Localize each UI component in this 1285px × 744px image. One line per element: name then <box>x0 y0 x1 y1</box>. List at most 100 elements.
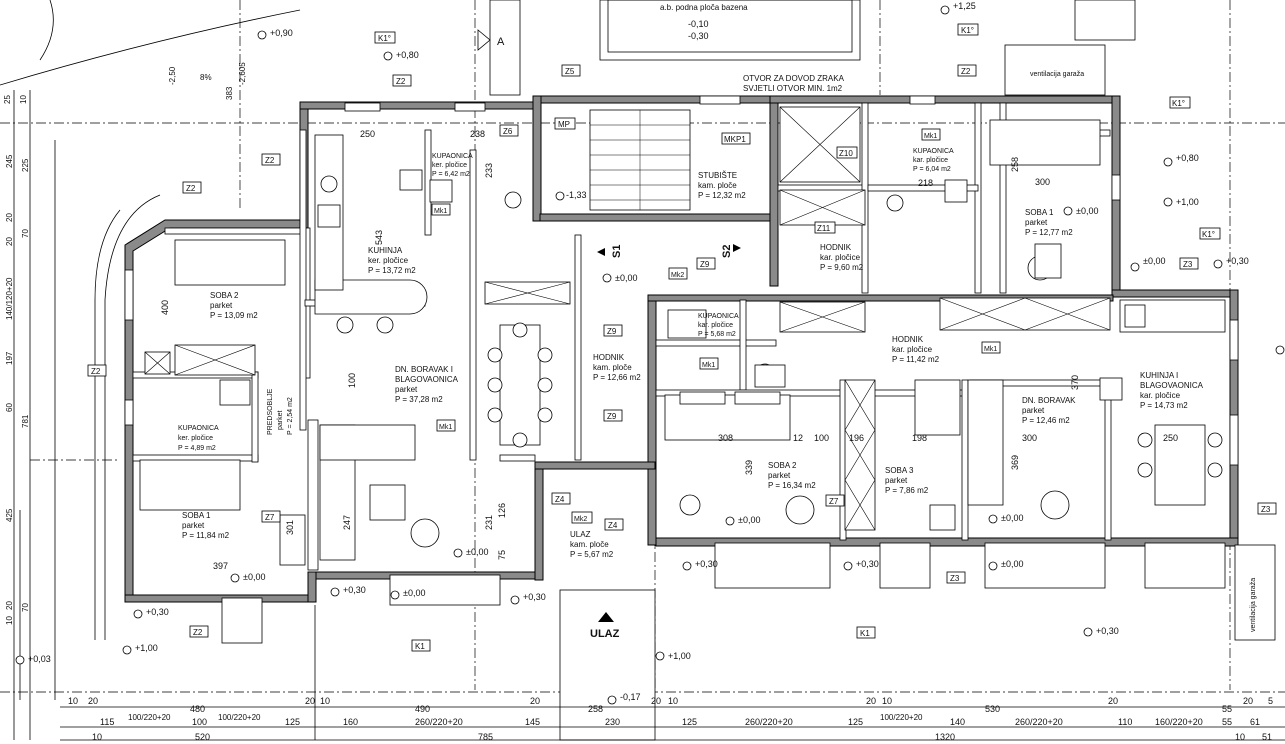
level-marker: ±0,00 <box>230 572 265 583</box>
room-hodnik-top: HODNIK <box>820 243 852 252</box>
svg-text:Mk1: Mk1 <box>702 362 715 369</box>
svg-text:530: 530 <box>985 704 1000 714</box>
svg-text:+1,00: +1,00 <box>668 651 691 661</box>
svg-text:+1,00: +1,00 <box>135 643 158 653</box>
svg-text:260/220+20: 260/220+20 <box>1015 717 1063 727</box>
level-marker: +0,30 <box>1083 626 1119 637</box>
dimensions-left: 25 10 245 225 20 70 20 140/120+20 197 60… <box>3 90 31 740</box>
svg-text:ker. pločice: ker. pločice <box>432 162 467 169</box>
svg-text:20: 20 <box>5 213 14 222</box>
svg-text:369: 369 <box>1010 455 1020 470</box>
svg-text:Z7: Z7 <box>829 497 839 506</box>
svg-text:kar. pločice: kar. pločice <box>892 345 933 354</box>
svg-text:±0,00: ±0,00 <box>403 588 425 598</box>
svg-text:300: 300 <box>1022 433 1037 443</box>
svg-text:kam. ploče: kam. ploče <box>593 363 632 372</box>
svg-text:20: 20 <box>88 696 98 706</box>
svg-text:160: 160 <box>343 717 358 727</box>
svg-text:parket: parket <box>182 521 205 530</box>
svg-text:520: 520 <box>195 732 210 742</box>
svg-text:+1,00: +1,00 <box>1176 197 1199 207</box>
interior-dimensions: 250 238 233 543 100 400 300 258 218 308 … <box>160 129 1178 571</box>
svg-text:397: 397 <box>213 561 228 571</box>
height-3: 383 <box>225 86 234 100</box>
svg-text:370: 370 <box>1070 375 1080 390</box>
svg-text:P = 6,42 m2: P = 6,42 m2 <box>432 171 470 178</box>
svg-text:K1: K1 <box>415 642 425 651</box>
svg-text:Mk1: Mk1 <box>434 208 447 215</box>
room-ulaz: ULAZ <box>570 530 591 539</box>
height-1: -2,50 <box>168 66 177 85</box>
room-hodnik-mid: HODNIK <box>593 353 625 362</box>
slope-note: 8% <box>200 73 212 82</box>
level-marker: +1,00 <box>655 651 691 661</box>
garage-vent-note: ventilacija garaža <box>1030 71 1084 78</box>
svg-text:Z3: Z3 <box>1261 505 1271 514</box>
level-marker: +0,90 <box>257 28 293 40</box>
level-marker: +1,25 <box>940 1 976 15</box>
svg-text:P = 9,60 m2: P = 9,60 m2 <box>820 263 864 272</box>
entrance-arrow-icon <box>598 612 614 622</box>
level-marker: ±0,00 <box>1130 256 1165 272</box>
svg-text:±0,00: ±0,00 <box>1001 559 1023 569</box>
room-dn-boravak-left: DN. BORAVAK I <box>395 365 453 374</box>
svg-text:+0,80: +0,80 <box>396 50 419 60</box>
tags: K1° K1° Z2 Z2 Z5 Z6 Z2 Z2 Z2 Z7 Z9 Z9 Z9… <box>87 23 1277 652</box>
svg-text:10: 10 <box>68 696 78 706</box>
level-marker: +0,30 <box>133 607 169 619</box>
svg-text:P = 5,67 m2: P = 5,67 m2 <box>570 550 614 559</box>
svg-text:MP: MP <box>558 120 570 129</box>
room-soba2-right: SOBA 2 <box>768 461 797 470</box>
svg-text:425: 425 <box>5 508 14 522</box>
svg-text:196: 196 <box>849 433 864 443</box>
svg-text:Mk1: Mk1 <box>439 424 452 431</box>
svg-text:P = 16,34 m2: P = 16,34 m2 <box>768 481 816 490</box>
level-marker: ±0,00 <box>602 273 637 283</box>
svg-text:P = 5,68 m2: P = 5,68 m2 <box>698 331 736 338</box>
svg-text:P = 11,42 m2: P = 11,42 m2 <box>892 355 940 364</box>
svg-text:-1,33: -1,33 <box>566 190 587 200</box>
svg-text:+0,30: +0,30 <box>695 559 718 569</box>
svg-text:258: 258 <box>1010 157 1020 172</box>
svg-text:100: 100 <box>192 717 207 727</box>
svg-text:20: 20 <box>530 696 540 706</box>
entrance-label: ULAZ <box>590 628 620 640</box>
svg-text:Mk1: Mk1 <box>984 346 997 353</box>
level-marker: +0,30 <box>843 559 879 571</box>
svg-text:198: 198 <box>912 433 927 443</box>
svg-text:12: 12 <box>793 433 803 443</box>
svg-text:543: 543 <box>374 230 384 245</box>
svg-text:Z4: Z4 <box>555 495 565 504</box>
room-soba1-right: SOBA 1 <box>1025 208 1054 217</box>
svg-text:250: 250 <box>360 129 375 139</box>
svg-text:+0,90: +0,90 <box>270 28 293 38</box>
interior-walls <box>132 102 1112 571</box>
svg-text:P = 6,04 m2: P = 6,04 m2 <box>913 166 951 173</box>
svg-text:10: 10 <box>882 696 892 706</box>
dimensions-bottom: 10 20 480 20 10 490 20 258 20 10 20 10 5… <box>60 696 1285 742</box>
level-marker: ±0,00 <box>725 515 760 526</box>
level-marker: +0,80 <box>1163 153 1199 167</box>
svg-text:parket: parket <box>1025 218 1048 227</box>
svg-text:Z10: Z10 <box>839 149 853 158</box>
svg-text:P = 12,66 m2: P = 12,66 m2 <box>593 373 641 382</box>
svg-text:51: 51 <box>1262 732 1272 742</box>
svg-text:20: 20 <box>5 601 14 610</box>
level-marker: +0,80 <box>383 50 419 61</box>
level-marker: +1,00 <box>1163 197 1199 207</box>
svg-text:Z2: Z2 <box>265 156 275 165</box>
room-soba1-left: SOBA 1 <box>182 511 211 520</box>
svg-text:BLAGOVAONICA: BLAGOVAONICA <box>1140 381 1204 390</box>
svg-text:125: 125 <box>848 717 863 727</box>
svg-text:785: 785 <box>478 732 493 742</box>
svg-text:kar. pločice: kar. pločice <box>1140 391 1181 400</box>
room-kupaonica-mid: KUPAONICA <box>698 313 739 320</box>
level-marker: -0,17 <box>607 692 641 705</box>
svg-text:Z3: Z3 <box>950 574 960 583</box>
svg-text:Z6: Z6 <box>503 127 513 136</box>
svg-text:+0,30: +0,30 <box>856 559 879 569</box>
svg-text:20: 20 <box>866 696 876 706</box>
pool-slab <box>489 0 1136 96</box>
terraces <box>221 542 1276 741</box>
svg-text:Z11: Z11 <box>817 224 831 233</box>
